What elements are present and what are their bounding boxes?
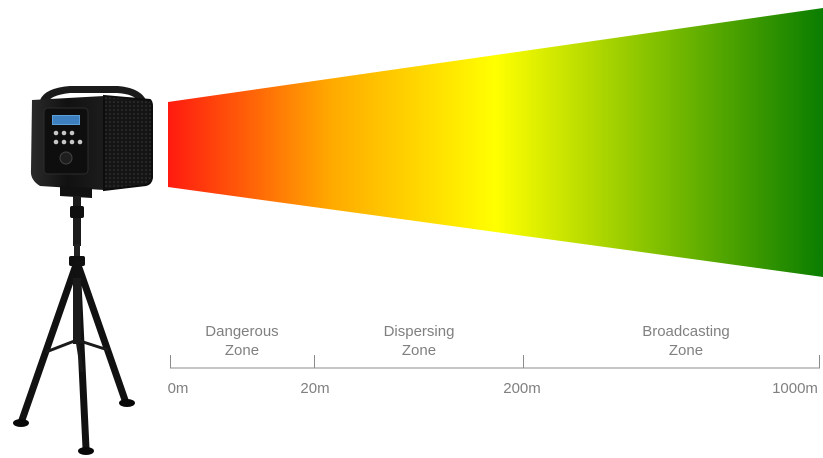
zone-label-dispersing: Dispersing Zone xyxy=(383,323,455,359)
loudspeaker-on-tripod-icon xyxy=(13,86,153,455)
distance-label-20m: 20m xyxy=(300,380,330,397)
distance-label-200m: 200m xyxy=(503,380,541,397)
sound-coverage-gradient xyxy=(168,8,823,277)
zone-label-dangerous: Dangerous Zone xyxy=(205,323,279,359)
distance-label-1000m: 1000m xyxy=(772,380,818,397)
distance-label-0m: 0m xyxy=(167,380,189,397)
zone-label-broadcasting: Broadcasting Zone xyxy=(642,323,730,359)
